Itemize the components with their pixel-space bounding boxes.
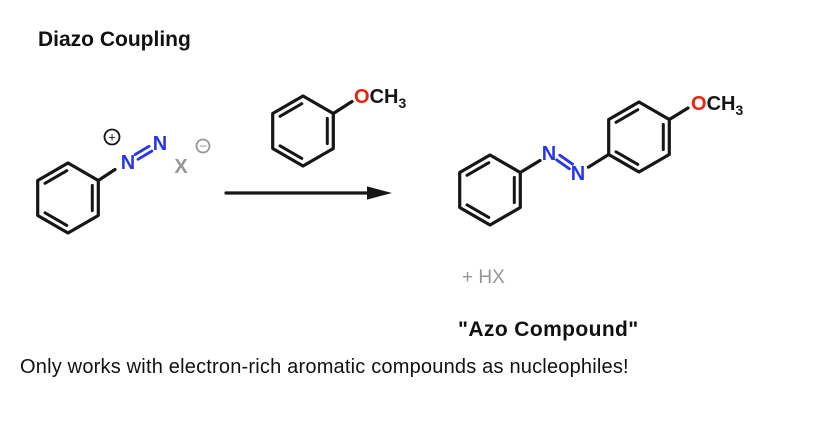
negative-charge-icon <box>195 138 211 154</box>
ring-double-bond <box>465 203 491 219</box>
negative-charge-sign: − <box>199 139 207 154</box>
azo-double-bond-stroke <box>555 158 571 171</box>
azo-product: N N OCH3 <box>458 93 743 227</box>
ring-double-bond <box>278 144 304 160</box>
benzene-ring-right <box>607 100 671 174</box>
n1-atom-label: N <box>121 152 135 174</box>
ring-to-nitrogen-bond <box>518 158 542 175</box>
anisole-reagent: OCH3 <box>271 86 406 168</box>
benzene-ring <box>36 161 100 235</box>
ring-to-oxygen-bond <box>667 106 690 122</box>
positive-charge-icon <box>103 128 121 146</box>
ring-double-bond <box>43 169 69 185</box>
ring-double-bond <box>614 150 640 166</box>
azo-double-bond-stroke <box>558 153 574 166</box>
methyl-subscript: 3 <box>735 102 743 118</box>
page-title: Diazo Coupling <box>38 28 191 51</box>
counterion-label: X <box>174 156 188 178</box>
nn-triple-bond-stroke <box>136 149 154 161</box>
methoxy-group-label: OCH3 <box>691 93 743 118</box>
ring-double-bond <box>278 102 304 118</box>
ring-double-bond <box>614 108 640 124</box>
methyl-ch-label: CH <box>370 86 399 108</box>
n2-atom-label: N <box>153 133 167 155</box>
methyl-ch-label: CH <box>707 93 736 115</box>
byproduct-label: + HX <box>462 267 505 288</box>
arrow-head <box>367 186 392 200</box>
azo-n1-atom-label: N <box>542 143 556 165</box>
azo-n2-atom-label: N <box>571 163 585 185</box>
benzene-ring <box>271 94 335 168</box>
oxygen-atom-label: O <box>691 93 707 115</box>
reaction-arrow <box>224 186 392 200</box>
diazonium-reactant: N N + X − <box>36 128 211 235</box>
ring-to-oxygen-bond <box>331 99 354 116</box>
methyl-subscript: 3 <box>398 95 406 111</box>
oxygen-atom-label: O <box>354 86 370 108</box>
methoxy-group-label: OCH3 <box>354 86 406 111</box>
nn-triple-bond-stroke <box>133 144 151 156</box>
positive-charge-sign: + <box>108 130 116 145</box>
benzene-ring-left <box>458 153 522 227</box>
ring-double-bond <box>465 161 491 177</box>
nitrogen-to-ring-bond <box>586 152 611 169</box>
ring-double-bond <box>43 211 69 227</box>
caption-note: Only works with electron-rich aromatic c… <box>20 356 629 378</box>
product-name-label: "Azo Compound" <box>458 318 639 341</box>
ring-to-nitrogen-bond <box>96 167 117 183</box>
